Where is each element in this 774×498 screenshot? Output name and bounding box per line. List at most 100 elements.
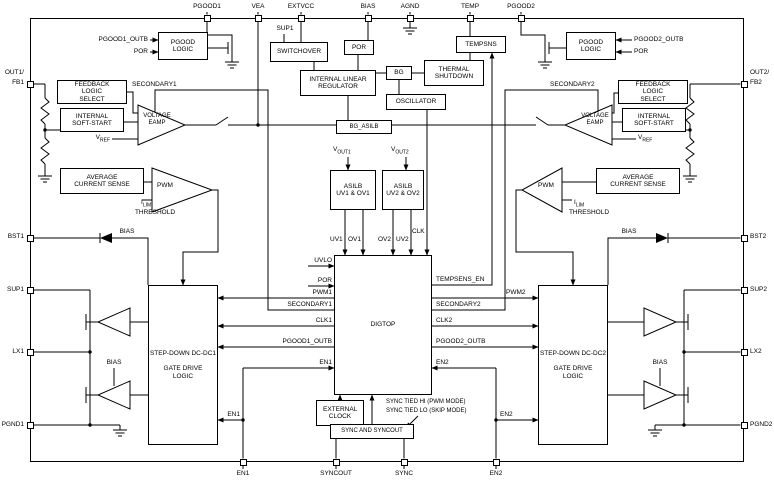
block-feedback-select-1: FEEDBACK LOGIC SELECT: [57, 80, 127, 104]
block-thermal-shutdown: THERMAL SHUTDOWN: [424, 60, 484, 86]
signal-por-digtop: POR: [317, 277, 332, 284]
block-sublabel: GATE DRIVE LOGIC: [553, 365, 593, 380]
signal-pwm1: PWM1: [312, 289, 333, 296]
signal-bias-driver2: BIAS: [652, 359, 668, 366]
signal-pgood2-outb-digtop: PGOOD2_OUTB: [436, 338, 486, 345]
signal-pwm-label-1: PWM: [157, 182, 173, 189]
signal-ov1: OV1: [348, 236, 362, 243]
signal-pgood1-outb-top: PGOOD1_OUTB: [98, 36, 148, 43]
pin-label-lx2: LX2: [750, 348, 762, 355]
signal-vout2: VOUT2: [391, 146, 421, 156]
pin-label-sup1: SUP1: [7, 286, 24, 293]
signal-por-top-left: POR: [133, 48, 148, 55]
block-soft-start-1: INTERNAL SOFT-START: [60, 108, 124, 132]
block-label: BG: [394, 69, 404, 77]
block-pgood-logic-1: PGOOD LOGIC: [158, 32, 208, 60]
pin-label-pgnd1: PGND1: [1, 421, 24, 428]
block-label: AVERAGE CURRENT SENSE: [74, 173, 130, 189]
block-label: EXTERNAL CLOCK: [323, 405, 358, 421]
signal-ov2: OV2: [378, 236, 392, 243]
block-label: SYNC AND SYNCOUT: [341, 428, 403, 434]
block-sublabel: UV1 & OV1: [336, 190, 370, 197]
vref-sub: REF: [100, 137, 110, 144]
signal-tempsens-en: TEMPSENS_EN: [436, 276, 485, 283]
ilim-main: I: [141, 199, 143, 206]
pgood-mosfet-symbols: [208, 40, 566, 62]
pin-label-fb2: FB2: [750, 79, 762, 86]
pin-label-extvcc: EXTVCC: [287, 3, 315, 10]
pin-pad-sync: [400, 458, 408, 466]
block-label: ASILB: [343, 182, 363, 190]
signal-bias-driver1: BIAS: [106, 359, 122, 366]
signal-clk-top: CLK: [412, 228, 425, 235]
block-label: AVERAGE CURRENT SENSE: [610, 173, 666, 189]
vref-main: V: [95, 134, 100, 141]
pin-label-bias: BIAS: [360, 3, 376, 10]
block-tempsns: TEMPSNS: [456, 36, 506, 53]
signal-pwm2: PWM2: [506, 289, 526, 296]
block-label: POR: [351, 43, 367, 51]
vout1-sub: OUT1: [337, 149, 351, 156]
pin-pad-pgood2: [517, 14, 525, 22]
block-label: SWITCHOVER: [276, 48, 322, 56]
pin-label-sup2: SUP2: [750, 286, 767, 293]
gate-drivers-left: [85, 290, 148, 430]
pin-label-pgood2: PGOOD2: [507, 3, 535, 10]
block-label: FEEDBACK LOGIC SELECT: [74, 80, 110, 103]
signal-en2-digtop: EN2: [436, 359, 449, 366]
block-bandgap: BG: [386, 66, 412, 80]
block-bg-asilb: BG_ASILB: [336, 120, 392, 134]
pin-pad-agnd: [406, 14, 414, 22]
pin-pad-en2: [492, 458, 500, 466]
center-supply-wires: [283, 34, 471, 120]
bootstrap-diodes: [99, 233, 669, 285]
pin-pad-extvcc: [297, 14, 305, 22]
block-label: PGOOD LOGIC: [170, 38, 196, 54]
block-por: POR: [344, 40, 374, 55]
pgood-logic-input-arrows: [150, 37, 632, 55]
pin-pad-en1: [239, 458, 247, 466]
block-avg-current-sense-2: AVERAGE CURRENT SENSE: [596, 168, 680, 194]
block-label: INTERNAL SOFT-START: [72, 112, 112, 128]
pin-pad-pgnd1: [26, 421, 34, 429]
feedback-divider-right: [685, 84, 695, 176]
pin-pad-bst2: [740, 234, 748, 242]
error-amp-right: [392, 89, 636, 311]
pin-pad-lx2: [740, 348, 748, 356]
pin-stub-wires: [33, 12, 741, 469]
pin-label-pgood1: PGOOD1: [193, 3, 221, 10]
pin-pad-bias: [364, 14, 372, 22]
pin-label-sync: SYNC: [394, 470, 414, 477]
pin-label-pgnd2: PGND2: [750, 421, 773, 428]
pin-label-syncout: SYNCOUT: [320, 470, 352, 477]
pin-label-vea: VEA: [251, 3, 265, 10]
block-label: PGOOD LOGIC: [578, 38, 604, 54]
block-external-clock: EXTERNAL CLOCK: [316, 400, 364, 426]
pin-pad-fb1: [26, 80, 34, 88]
pin-label-bst1: BST1: [7, 233, 24, 240]
signal-sync-tied-lo: SYNC TIED LO (SKIP MODE): [386, 408, 467, 414]
signal-secondary2-amp: SECONDARY2: [550, 81, 595, 88]
signal-vref-2: VREF: [638, 134, 666, 144]
signal-pwm-label-2: PWM: [538, 182, 554, 189]
pin-pad-lx1: [26, 348, 34, 356]
signal-clk2: CLK2: [436, 317, 453, 324]
signal-clk1: CLK1: [315, 317, 332, 324]
signal-uv2: UV2: [396, 236, 409, 243]
block-label: THERMAL SHUTDOWN: [434, 65, 474, 81]
block-sync-and-syncout: SYNC AND SYNCOUT: [330, 424, 414, 439]
vout-main: V: [333, 146, 338, 153]
pin-label-agnd: AGND: [400, 3, 420, 10]
block-label: STEP-DOWN DC-DC2: [539, 349, 607, 357]
pwm-comparator-right: [515, 167, 596, 286]
vref-sub: REF: [642, 137, 653, 144]
block-label: INTERNAL SOFT-START: [634, 112, 674, 128]
block-internal-linear-regulator: INTERNAL LINEAR REGULATOR: [300, 70, 376, 96]
block-label: ASILB: [393, 182, 413, 190]
block-avg-current-sense-1: AVERAGE CURRENT SENSE: [60, 168, 144, 194]
signal-ilim-1: ILIM: [141, 199, 163, 209]
signal-en1-gate: EN1: [227, 411, 240, 418]
pin-pad-sup1: [26, 286, 34, 294]
block-feedback-select-2: FEEDBACK LOGIC SELECT: [618, 80, 688, 104]
